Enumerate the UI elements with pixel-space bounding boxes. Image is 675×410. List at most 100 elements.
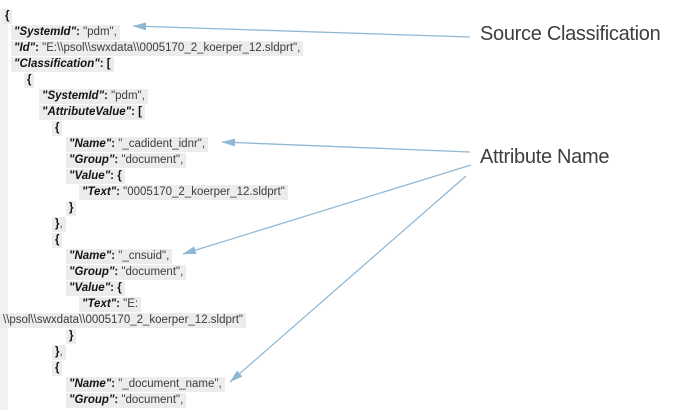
- json-line: },: [0, 344, 675, 360]
- json-token-key: "Name": [69, 138, 112, 150]
- json-token-comma: ,: [113, 26, 117, 38]
- json-token-key: "Text": [82, 186, 117, 198]
- json-token-colon: :: [76, 26, 84, 38]
- json-line: \\psol\\swxdata\\0005170_2_koerper_12.sl…: [0, 312, 675, 328]
- json-line: "Value": {: [0, 168, 675, 184]
- json-token-comma: ,: [180, 394, 184, 406]
- json-line: "Name": "_cnsuid",: [0, 248, 675, 264]
- json-line-highlight: "Name": "_cadident_idnr",: [66, 137, 209, 152]
- json-line-highlight: "AttributeValue": [: [39, 105, 145, 120]
- json-token-brace: }: [55, 346, 60, 358]
- json-line: "Group": "document",: [0, 152, 675, 168]
- json-line: }: [0, 328, 675, 344]
- json-line-highlight: "Id": "E:\\psol\\swxdata\\0005170_2_koer…: [11, 41, 304, 56]
- json-token-value: "pdm": [111, 90, 142, 102]
- json-line: "Classification": [: [0, 56, 675, 72]
- json-line-highlight: "Value": {: [66, 281, 125, 296]
- json-token-brace: {: [117, 170, 122, 182]
- json-line-highlight: "Text": "E:: [79, 297, 142, 312]
- json-token-key: "Value": [69, 170, 111, 182]
- json-token-key: "Id": [14, 42, 36, 54]
- json-token-brace: [: [138, 106, 142, 118]
- json-token-colon: :: [116, 298, 124, 310]
- json-token-value: "E:: [123, 298, 139, 310]
- json-line: "AttributeValue": [: [0, 104, 675, 120]
- json-token-colon: :: [35, 42, 43, 54]
- json-token-comma: ,: [180, 154, 184, 166]
- json-token-colon: :: [111, 138, 119, 150]
- json-token-colon: :: [110, 170, 118, 182]
- json-token-brace: {: [5, 10, 10, 22]
- json-token-key: "SystemId": [14, 26, 77, 38]
- json-token-colon: :: [116, 186, 124, 198]
- json-line: "SystemId": "pdm",: [0, 88, 675, 104]
- json-token-key: "SystemId": [42, 90, 105, 102]
- json-token-comma: ,: [166, 250, 170, 262]
- json-token-brace: {: [55, 122, 60, 134]
- json-token-comma: ,: [297, 42, 301, 54]
- json-token-colon: :: [114, 394, 122, 406]
- json-line-highlight: "Group": "document",: [66, 265, 187, 280]
- json-token-colon: :: [99, 58, 107, 70]
- json-token-colon: :: [131, 106, 139, 118]
- json-token-value: \\psol\\swxdata\\0005170_2_koerper_12.sl…: [3, 314, 243, 326]
- json-token-comma: ,: [201, 138, 206, 150]
- json-line: "SystemId": "pdm",: [0, 24, 675, 40]
- json-token-value: "_cadident_idnr": [118, 138, 202, 150]
- json-line-highlight: {: [52, 121, 63, 136]
- json-line: },: [0, 216, 675, 232]
- json-token-key: "Group": [69, 154, 115, 166]
- json-token-value: "_document_name": [118, 378, 219, 390]
- json-token-key: "AttributeValue": [42, 106, 132, 118]
- json-line-highlight: "Value": {: [66, 169, 125, 184]
- json-line-highlight: },: [52, 217, 66, 232]
- json-token-comma: ,: [141, 90, 145, 102]
- json-token-brace: {: [27, 74, 32, 86]
- json-token-colon: :: [104, 90, 112, 102]
- json-line-highlight: "Group": "document",: [66, 153, 187, 168]
- json-line-highlight: "Name": "_cnsuid",: [66, 249, 173, 264]
- json-line-highlight: "Group": "document",: [66, 393, 187, 408]
- json-line-highlight: {: [52, 361, 63, 376]
- json-token-value: "document": [121, 394, 181, 406]
- json-token-colon: :: [114, 154, 122, 166]
- json-token-brace: }: [69, 330, 74, 342]
- json-token-comma: ,: [180, 266, 184, 278]
- json-token-comma: ,: [218, 378, 222, 390]
- json-token-value: "document": [121, 154, 181, 166]
- json-token-key: "Name": [69, 378, 112, 390]
- json-token-key: "Group": [69, 394, 115, 406]
- json-token-colon: :: [111, 250, 119, 262]
- json-token-key: "Classification": [14, 58, 100, 70]
- json-line: "Text": "0005170_2_koerper_12.sldprt": [0, 184, 675, 200]
- json-line: {: [0, 232, 675, 248]
- json-line: {: [0, 72, 675, 88]
- json-token-key: "Value": [69, 282, 111, 294]
- json-token-colon: :: [110, 282, 118, 294]
- json-token-key: "Text": [82, 298, 117, 310]
- json-token-brace: [: [106, 58, 111, 70]
- json-line: "Name": "_document_name",: [0, 376, 675, 392]
- json-line: {: [0, 120, 675, 136]
- json-line: "Id": "E:\\psol\\swxdata\\0005170_2_koer…: [0, 40, 675, 56]
- json-token-key: "Name": [69, 250, 112, 262]
- json-token-brace: {: [55, 362, 60, 374]
- json-token-value: "_cnsuid": [118, 250, 167, 262]
- annotation-label-source-classification: Source Classification: [480, 23, 661, 45]
- json-token-brace: {: [117, 282, 122, 294]
- json-token-brace: }: [69, 202, 74, 214]
- json-line: {: [0, 360, 675, 376]
- json-token-value: "document": [121, 266, 181, 278]
- json-line: "Group": "document",: [0, 264, 675, 280]
- json-code-block: {"SystemId": "pdm","Id": "E:\\psol\\swxd…: [0, 8, 675, 408]
- json-line-highlight: "SystemId": "pdm",: [11, 25, 120, 40]
- json-token-brace: }: [55, 218, 60, 230]
- json-line: {: [0, 8, 675, 24]
- json-line-highlight: {: [2, 9, 13, 24]
- json-line-highlight: \\psol\\swxdata\\0005170_2_koerper_12.sl…: [0, 313, 246, 328]
- json-token-colon: :: [111, 378, 119, 390]
- json-line: "Text": "E:: [0, 296, 675, 312]
- json-line-highlight: {: [24, 73, 35, 88]
- json-token-colon: :: [114, 266, 122, 278]
